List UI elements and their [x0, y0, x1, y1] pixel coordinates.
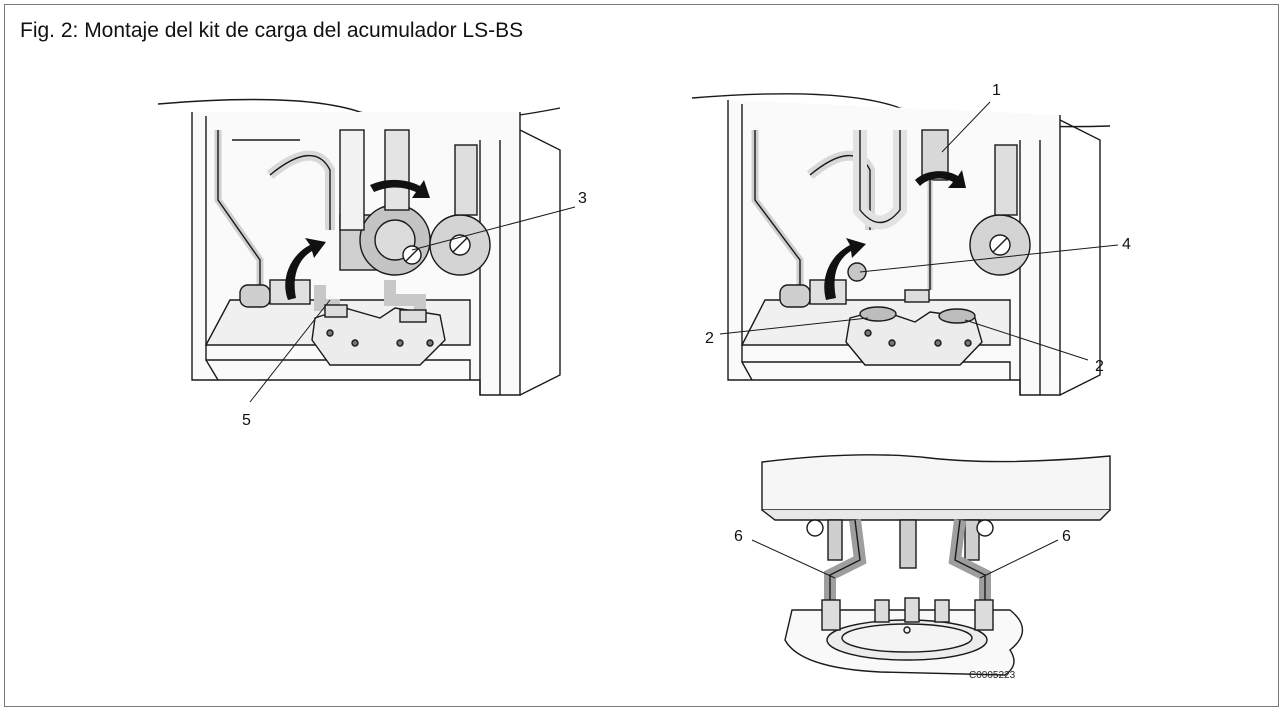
- rotation-arrow: [824, 170, 966, 300]
- rotation-arrow: [285, 179, 430, 300]
- callout-2-right: 2: [1095, 358, 1104, 375]
- boiler-view-left: [157, 98, 561, 396]
- figure-frame: [4, 4, 1279, 707]
- callout-2-left: 2: [705, 330, 714, 347]
- reference-code: C0005223: [969, 670, 1016, 681]
- callout-6-right: 6: [1062, 528, 1071, 545]
- callout-3: 3: [578, 190, 587, 207]
- figure-title: Fig. 2: Montaje del kit de carga del acu…: [20, 19, 524, 42]
- leader-lines: [249, 101, 1119, 579]
- callout-6-left: 6: [734, 528, 743, 545]
- boiler-view-right: [691, 93, 1111, 396]
- callout-5: 5: [242, 412, 251, 429]
- callout-1: 1: [992, 82, 1001, 99]
- storage-tank-view: [761, 454, 1111, 676]
- callout-4: 4: [1122, 236, 1131, 253]
